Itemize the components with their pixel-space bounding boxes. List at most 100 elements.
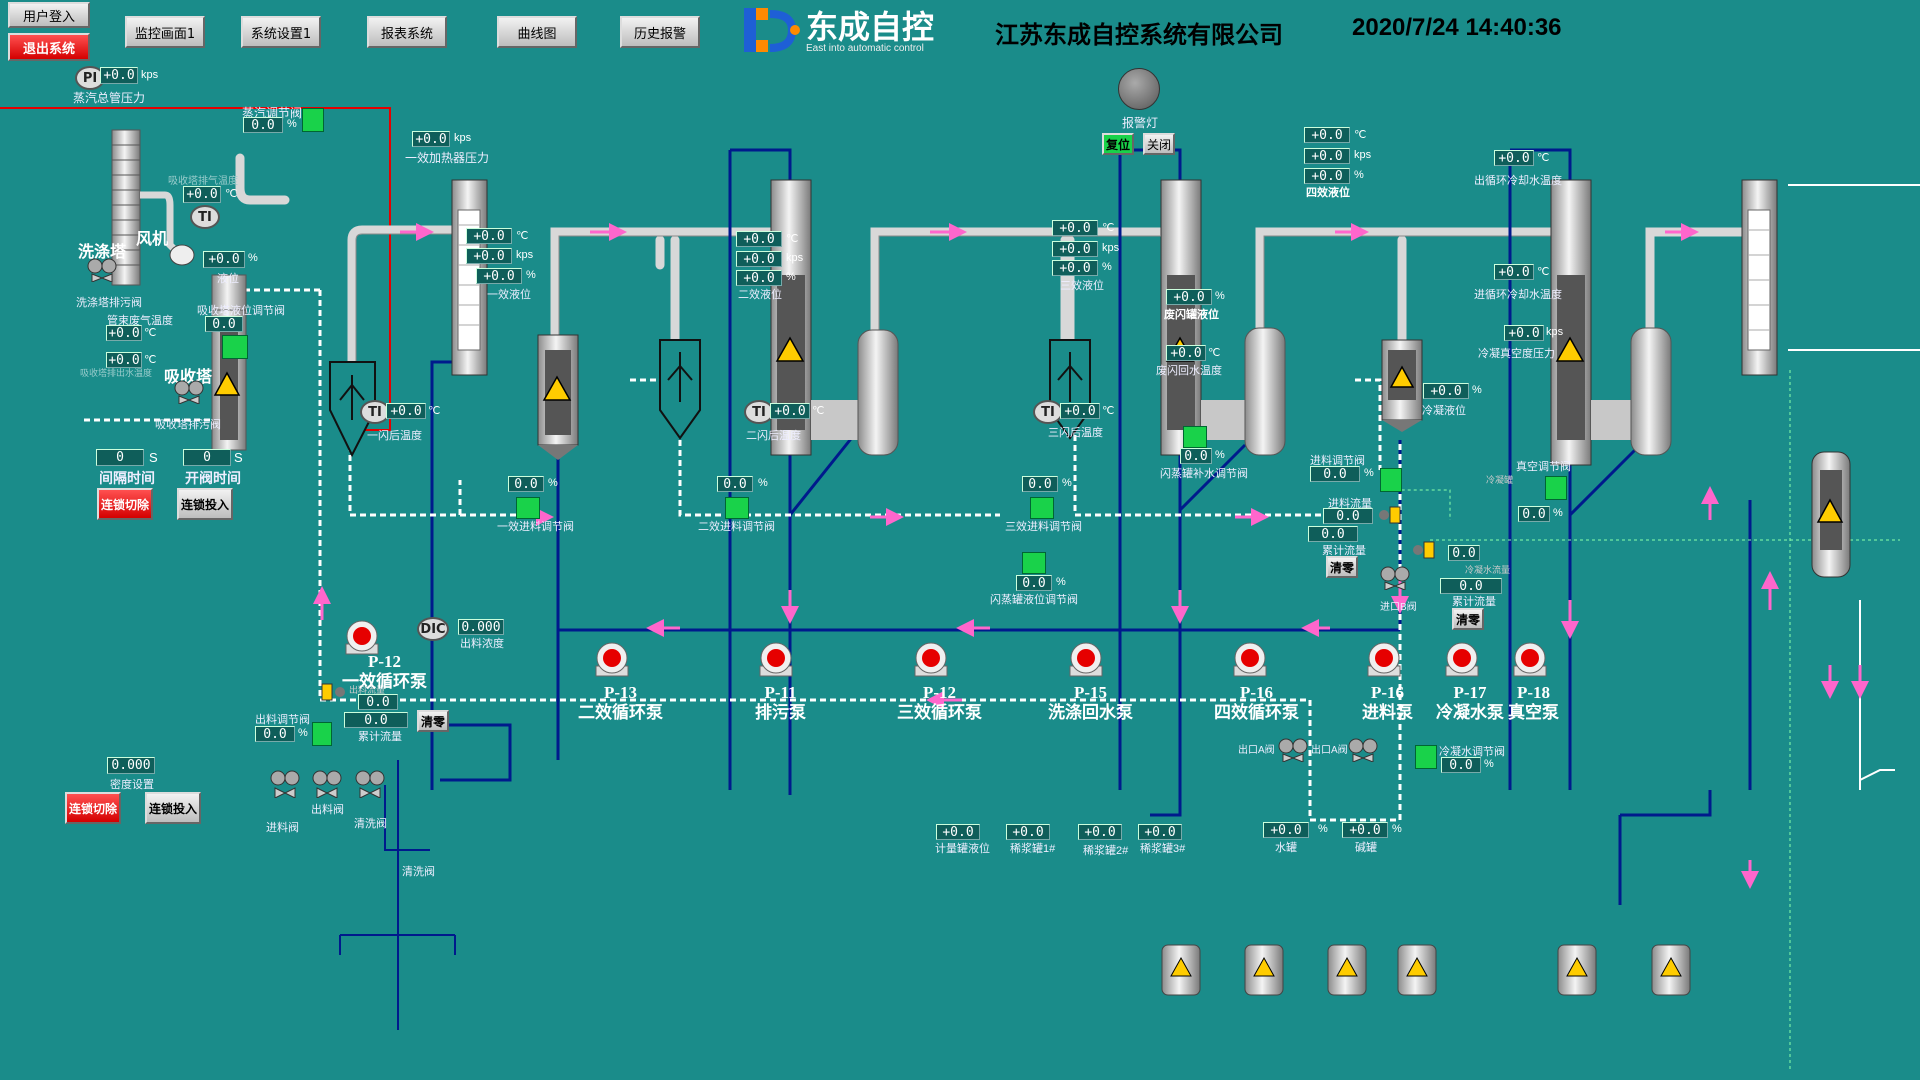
discharge-clear-button[interactable]: 清零 <box>417 710 449 732</box>
chain-cut-button[interactable]: 连锁切除 <box>97 488 153 520</box>
interval-unit: S <box>149 450 158 465</box>
condenser-body <box>1741 179 1778 376</box>
heater-pressure-unit: kps <box>454 132 472 144</box>
e1-temp: +0.0 <box>466 228 512 244</box>
e2-flash-temp: +0.0 <box>770 403 810 419</box>
pump-5-icon[interactable] <box>1068 642 1104 678</box>
e3-pressure: +0.0 <box>1052 241 1098 257</box>
density-value[interactable]: 0.000 <box>107 757 155 774</box>
pump-1-icon[interactable] <box>344 620 380 656</box>
tank-1-value: +0.0 <box>936 824 980 840</box>
water-tank-unit: % <box>1318 823 1328 835</box>
chain-in-button[interactable]: 连锁投入 <box>177 488 233 520</box>
datetime: 2020/7/24 14:40:36 <box>1352 14 1562 41</box>
alarm-reset-button[interactable]: 复位 <box>1102 133 1134 155</box>
absorb-out-temp-label: 吸收塔排出水温度 <box>80 368 153 378</box>
density-label: 密度设置 <box>110 779 154 791</box>
feed-clear-button[interactable]: 清零 <box>1326 556 1358 578</box>
tank-2-value: +0.0 <box>1006 824 1050 840</box>
absorb-level-unit: % <box>248 252 258 264</box>
chain-in-button-2[interactable]: 连锁投入 <box>145 792 201 824</box>
discharge-valve-value: 0.0 <box>255 726 295 742</box>
exhaust-temp-label: 吸收塔排气温度 <box>168 176 238 187</box>
inlet-b-valve-icon[interactable] <box>1380 566 1410 591</box>
flow-arrows <box>313 223 1869 889</box>
steam-valve-icon[interactable] <box>302 108 324 132</box>
nav-reports[interactable]: 报表系统 <box>367 16 447 48</box>
e2-feed-label: 二效进料调节阀 <box>698 521 775 533</box>
discharge-flow-label: 出料流量 <box>349 685 386 695</box>
tail-temp-value: +0.0 <box>106 325 142 341</box>
pump-4-icon[interactable] <box>913 642 949 678</box>
discharge-valve-icon[interactable] <box>312 722 332 746</box>
discharge-valve-label: 出料调节阀 <box>255 714 310 726</box>
pump-8-icon[interactable] <box>1444 642 1480 678</box>
wash-tower-shape <box>111 129 195 286</box>
feed-valve-icon[interactable] <box>1380 468 1402 492</box>
cool-valve-icon[interactable] <box>1415 745 1437 769</box>
tail-temp-unit: ℃ <box>144 327 157 339</box>
absorb-valve-icon[interactable] <box>222 335 248 359</box>
logo-subtitle: East into automatic control <box>806 43 924 54</box>
logout-button[interactable]: 退出系统 <box>8 33 90 61</box>
e3-temp-unit: ℃ <box>1102 222 1115 234</box>
interval-value[interactable]: 0 <box>96 449 144 466</box>
outlet-valve-icon[interactable] <box>312 770 342 799</box>
outlet-valve-label: 出料阀 <box>311 804 344 816</box>
cool-in-value: +0.0 <box>1494 264 1534 280</box>
e2-feed-valve-icon[interactable] <box>725 497 749 519</box>
inlet-valve-label: 进料阀 <box>266 822 299 834</box>
pump-3-icon[interactable] <box>758 642 794 678</box>
e3-pressure-unit: kps <box>1102 242 1120 254</box>
e4-pressure-unit: kps <box>1354 149 1372 161</box>
separators <box>329 339 1091 458</box>
nav-alarm-history[interactable]: 历史报警 <box>620 16 700 48</box>
flash-water-temp: +0.0 <box>1166 345 1206 361</box>
pump-8-tag: P-17 <box>1453 683 1487 702</box>
level-valve-icon[interactable] <box>1022 552 1046 574</box>
heater-pressure-value: +0.0 <box>412 131 450 147</box>
pump-9-tag: P-18 <box>1516 683 1551 702</box>
pump-5-name: 洗涤回水泵 <box>1048 703 1133 722</box>
pump-7-icon[interactable] <box>1366 642 1402 678</box>
e2-feed-valve: 0.0 <box>717 476 753 492</box>
cond-clear-button[interactable]: 清零 <box>1452 608 1484 630</box>
pump-2-icon[interactable] <box>594 642 630 678</box>
e3-feed-valve-icon[interactable] <box>1030 497 1054 519</box>
cond-total-label: 累计流量 <box>1452 596 1496 608</box>
cool-in-label: 进循环冷却水温度 <box>1474 289 1562 301</box>
e3-level-label: 三效液位 <box>1060 280 1104 292</box>
chain-cut-button-2[interactable]: 连锁切除 <box>65 792 121 824</box>
open-time-value[interactable]: 0 <box>183 449 231 466</box>
ti-tag-e3: TI <box>1033 400 1063 424</box>
pump-6-icon[interactable] <box>1232 642 1268 678</box>
pump-6-tag: P-16 <box>1239 683 1274 702</box>
absorb-drain-label: 吸收塔排污阀 <box>155 419 221 431</box>
alkali-outlet-valve-icon[interactable] <box>1348 738 1378 763</box>
vac-valve-label: 真空调节阀 <box>1516 461 1571 473</box>
bottom-tanks <box>1161 944 1691 996</box>
absorb-valve-value: 0.0 <box>205 316 243 332</box>
cool-out-label: 出循环冷却水温度 <box>1474 175 1562 187</box>
heater-1 <box>451 179 488 376</box>
water-outlet-valve-label: 出口A阀 <box>1238 745 1275 756</box>
e3-flash-unit: ℃ <box>1102 405 1115 417</box>
refill-valve-icon[interactable] <box>1183 426 1207 448</box>
e4-level-label: 四效液位 <box>1306 187 1350 199</box>
wash-drain-valve-icon[interactable] <box>87 258 117 283</box>
logo-icon <box>742 4 802 56</box>
nav-monitor[interactable]: 监控画面1 <box>125 16 205 48</box>
cooling-lines <box>1788 184 1920 790</box>
water-outlet-valve-icon[interactable] <box>1278 738 1308 763</box>
clean-valve-icon[interactable] <box>355 770 385 799</box>
vac-valve-icon[interactable] <box>1545 476 1567 500</box>
nav-settings[interactable]: 系统设置1 <box>241 16 321 48</box>
alarm-close-button[interactable]: 关闭 <box>1143 133 1175 155</box>
pump-9-icon[interactable] <box>1512 642 1548 678</box>
e1-feed-valve-icon[interactable] <box>516 497 540 519</box>
nav-curves[interactable]: 曲线图 <box>497 16 577 48</box>
absorb-drain-valve-icon[interactable] <box>174 380 204 405</box>
discharge-total-label: 累计流量 <box>358 731 402 743</box>
login-button[interactable]: 用户登入 <box>8 2 90 28</box>
inlet-valve-icon[interactable] <box>270 770 300 799</box>
